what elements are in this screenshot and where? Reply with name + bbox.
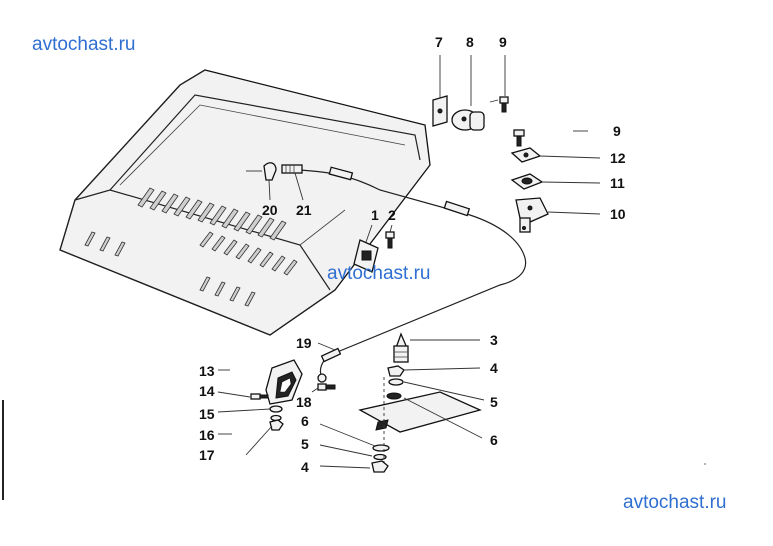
callout-6-left: 6	[301, 413, 309, 429]
callout-4-right: 4	[490, 360, 498, 376]
leader-lines	[217, 55, 706, 469]
catch-striker	[451, 109, 485, 131]
callout-6-right: 6	[490, 432, 498, 448]
catch-bracket	[432, 95, 448, 127]
handle-washer	[269, 405, 283, 413]
callout-15: 15	[199, 406, 215, 422]
watermark-top-left: avtochast.ru	[32, 34, 136, 55]
release-pin	[393, 332, 409, 363]
callout-5-left: 5	[301, 436, 309, 452]
callout-13: 13	[199, 363, 215, 379]
release-cable	[263, 162, 527, 383]
callout-9-top: 9	[499, 34, 507, 50]
nut-lower	[371, 460, 389, 473]
callout-7: 7	[435, 34, 443, 50]
watermark-bottom-right: avtochast.ru	[623, 492, 727, 513]
hood-vent-slots-front	[84, 231, 256, 307]
washer-upper	[388, 378, 404, 386]
hood-panel	[59, 69, 431, 336]
washer-lower	[372, 444, 390, 452]
hinge-bracket	[515, 197, 549, 233]
callout-16: 16	[199, 427, 215, 443]
callout-4-left: 4	[301, 459, 309, 475]
callout-21: 21	[296, 202, 312, 218]
callout-8: 8	[466, 34, 474, 50]
bracket-plate	[358, 391, 482, 433]
nut-upper	[387, 365, 405, 377]
callout-3: 3	[490, 332, 498, 348]
callout-10: 10	[610, 206, 626, 222]
callout-9-right: 9	[613, 123, 621, 139]
callout-11: 11	[610, 175, 625, 191]
callout-17: 17	[199, 447, 215, 463]
watermark-center: avtochast.ru	[327, 263, 431, 284]
lock-screw	[385, 231, 395, 249]
callout-19: 19	[296, 335, 312, 351]
callout-2: 2	[388, 207, 396, 223]
handle-nut	[269, 419, 284, 431]
hinge-bolt	[513, 129, 525, 147]
catch-bolt-upper	[499, 96, 509, 113]
hood-vent-slots-middle	[199, 231, 298, 276]
callout-14: 14	[199, 383, 215, 399]
callout-18: 18	[296, 394, 312, 410]
hinge-washer-plate	[510, 147, 542, 163]
release-handle	[265, 359, 303, 405]
handle-spring-washer	[270, 414, 282, 422]
hinge-spring-plate	[510, 173, 544, 190]
callout-1: 1	[371, 207, 379, 223]
lock-plate	[353, 239, 379, 273]
spring-washer-lower	[373, 453, 387, 461]
callout-5-right: 5	[490, 394, 498, 410]
handle-screw	[250, 393, 269, 400]
callout-12: 12	[610, 150, 626, 166]
callout-20: 20	[262, 202, 278, 218]
handle-bolt	[317, 383, 336, 391]
hood-vent-slots-upper	[137, 187, 287, 241]
